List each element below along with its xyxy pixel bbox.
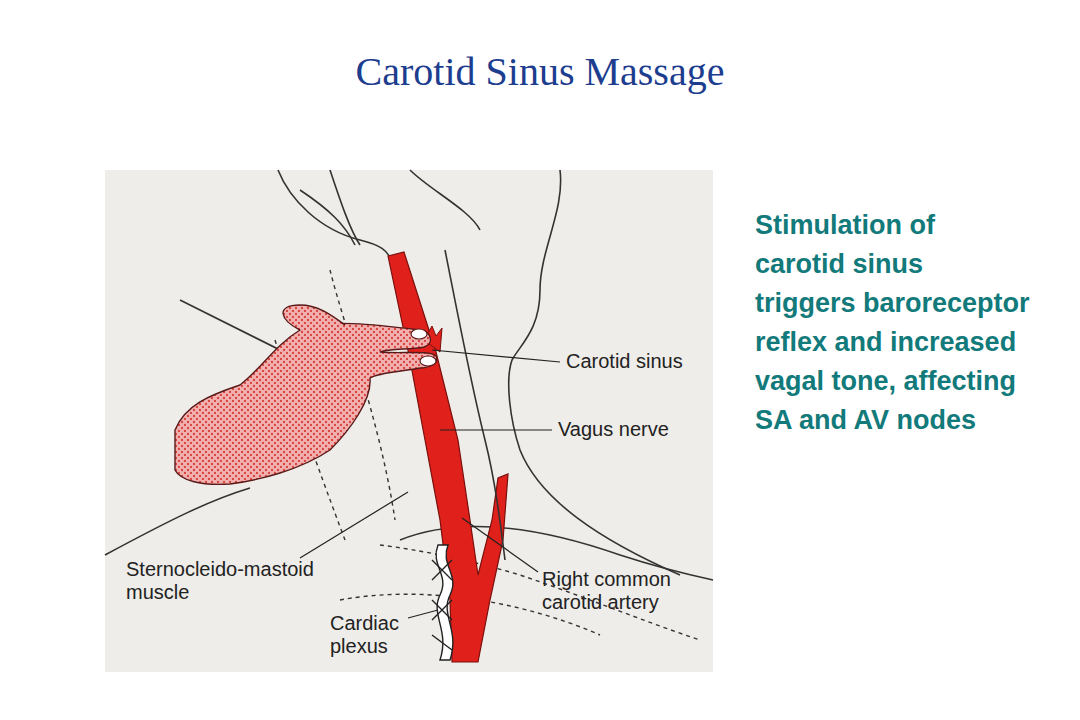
part-label: Sternocleido-mastoid muscle (126, 558, 346, 604)
thumb (283, 305, 345, 330)
title: Carotid Sinus Massage (0, 48, 1080, 95)
note-text: Stimulation of carotid sinus triggers ba… (755, 206, 1030, 440)
vagus-nerve (445, 250, 505, 560)
cardiac-plexus (432, 545, 453, 660)
part-label: Vagus nerve (558, 418, 708, 441)
part-label: Right common carotid artery (542, 568, 692, 614)
head-outline (105, 170, 713, 580)
carotid-artery (388, 252, 508, 662)
panel (105, 170, 713, 672)
fingernails (411, 329, 436, 366)
hand (175, 323, 437, 484)
leader-lines (300, 350, 560, 618)
part-label: Carotid sinus (566, 350, 716, 373)
part-label: Cardiac plexus (330, 612, 410, 658)
